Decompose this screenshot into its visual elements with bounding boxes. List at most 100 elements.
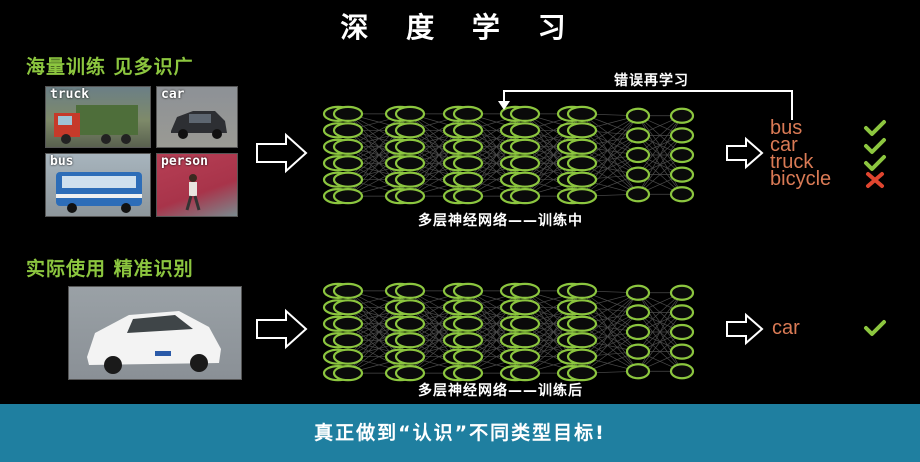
network-node [669,166,695,183]
network-node [509,155,541,172]
network-node [509,105,541,122]
network-connection [637,292,683,372]
network-connection [581,130,639,175]
network-node [669,127,695,144]
network-connection [347,290,411,341]
network-node [452,171,484,188]
network-node [566,138,598,155]
network-node [332,155,364,172]
network-connection [409,146,469,197]
network-node [669,323,695,341]
network-connection [347,146,411,197]
network-node [509,365,541,382]
network-connection [581,113,639,156]
network-node [509,171,541,188]
network-connection [637,115,683,195]
network-connection [637,312,683,372]
network-node [566,299,598,316]
network-node [452,105,484,122]
network-node [332,315,364,332]
training-photo-truck: truck [45,86,151,148]
network-connection [467,323,526,374]
network-node [509,188,541,205]
network-node [332,348,364,365]
network-node [669,363,695,380]
network-connection [409,290,469,341]
network-connection [581,135,639,180]
network-node [566,365,598,382]
network-node [625,107,651,124]
network-connection [347,323,411,374]
network-connection [409,323,469,374]
network-connection [581,115,639,164]
network-node [452,365,484,382]
feedback-loop-arrow [498,90,793,120]
arrow-right-icon [726,136,764,170]
network-node [394,171,426,188]
network-node [509,332,541,349]
usage-section-label: 实际使用 精准识别 [26,258,194,280]
network-node [394,315,426,332]
network-node [332,365,364,382]
network-node [625,146,651,164]
network-connection [347,113,411,164]
network-connection [581,307,639,352]
network-node [566,348,598,365]
network-connection [524,113,583,164]
network-node [394,348,426,365]
network-node [452,332,484,349]
network-node [669,304,695,321]
training-photo-car: car [156,86,238,148]
network-connection [637,331,683,372]
network-connection [581,323,639,372]
result-bus: bus [770,117,803,139]
network-connection [467,146,526,197]
network-connection [524,323,583,374]
network-connection [524,146,583,197]
network-node [332,332,364,349]
network-node [452,315,484,332]
network-node [509,138,541,155]
network-node [566,315,598,332]
network-connection [581,154,639,197]
network-node [452,299,484,316]
check-icon [864,320,886,336]
network-node [452,155,484,172]
network-node [394,105,426,122]
network-node [452,122,484,139]
network-node [566,332,598,349]
photo-tag-person: person [161,154,208,169]
training-photo-bus: bus [45,153,151,217]
network-connection [524,290,583,341]
network-connection [581,290,639,333]
network-connection [581,312,639,357]
check-icon [864,155,886,171]
network-node [332,105,364,122]
arrow-right-icon [256,308,308,350]
training-caption: 多层神经网络——训练中 [418,213,583,229]
page-title: 深 度 学 习 [340,11,580,44]
network-node [394,365,426,382]
network-connection [581,292,639,341]
network-node [332,138,364,155]
network-connection [637,115,683,175]
network-node [566,171,598,188]
neural-network-training [322,105,695,205]
usage-photo-car [68,286,242,380]
photo-tag-bus: bus [50,154,74,169]
network-node [669,343,695,360]
network-connection [581,331,639,374]
network-connection [581,146,639,195]
network-node [332,282,364,299]
network-node [332,299,364,316]
network-node [332,171,364,188]
network-node [625,166,651,183]
network-node [394,155,426,172]
training-section-label: 海量训练 见多识广 [26,56,194,78]
network-connection [637,292,683,352]
network-node [332,188,364,205]
person-image [185,174,201,211]
network-node [332,122,364,139]
network-node [509,299,541,316]
result-car: car [770,134,798,156]
